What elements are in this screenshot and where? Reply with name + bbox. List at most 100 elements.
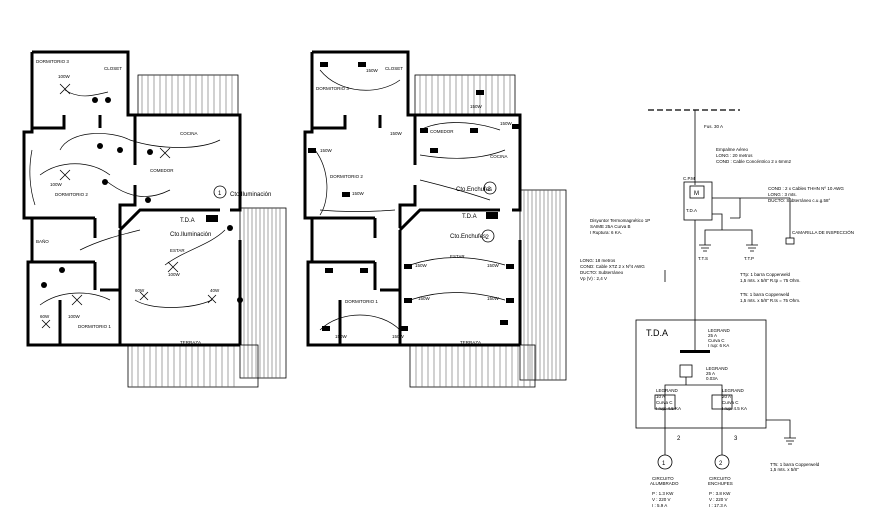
ttp-note-2: 1,5 mts. x 5/8" R.tp = 75 Ohm. (740, 278, 801, 283)
circuit-marker (483, 181, 497, 195)
lighting-wiring (29, 89, 226, 308)
room-estar: ESTAR (170, 248, 185, 253)
cpm-box (683, 181, 713, 221)
cond-line-3: DUCTO: Subterráneo c.u.g.58° (768, 198, 830, 203)
watt-label: 100W (58, 74, 71, 79)
meter-box (689, 185, 705, 199)
room-dormitorio-1: DORMITORIO 1 (345, 299, 378, 304)
line-block-4: Vp (V) : 2,4 V (580, 276, 607, 281)
cond-line-1: COND : 2 x Cables THHN Nº 10 AWG (768, 186, 844, 191)
legrand-c1-4: I rup: 4.5 KA (656, 406, 681, 411)
wire-count-2: 3 (734, 436, 738, 442)
circuit-1-type: ALUMBRADO (650, 481, 679, 486)
circuit-1-v: V : 220 V (652, 497, 671, 502)
legrand-main-4: I rup: 6 KA (708, 343, 729, 348)
ground-note-1: TTs: 1 barra Copperweld (770, 462, 820, 467)
legrand-diff-3: 0.03A (706, 376, 718, 381)
room-dormitorio-3: DORMITORIO 3 (316, 86, 349, 91)
outlet-wiring (314, 69, 506, 331)
circuit-1-p: P : 1.3 KW (652, 491, 674, 496)
room-comedor: COMEDOR (150, 168, 174, 173)
watt-label: 150W (487, 296, 500, 301)
outlet-labels: DORMITORIO 3 CLOSET COCINA COMEDOR DORMI… (316, 66, 513, 345)
lighting-fixtures (41, 83, 217, 329)
circuit-marker (481, 229, 495, 243)
watt-label: 60W (40, 314, 50, 319)
watt-label: 150W (390, 131, 403, 136)
legrand-main-3: Curva C (708, 338, 725, 343)
legrand-c2-4: I rup: 4.5 KA (722, 406, 747, 411)
ttp-label: T.T.P (744, 256, 754, 261)
circuit-2-p: P : 3.8 KW (709, 491, 731, 496)
watt-label: 100W (50, 182, 63, 187)
panel-symbol (486, 212, 498, 219)
breaker-line-3: I Ruptura: 6 KA. (590, 230, 622, 235)
cpm-label: C.P.M (683, 176, 695, 181)
circuit-2-type: ENCHUFES (708, 481, 733, 486)
circuit-marker-number: 2 (488, 187, 492, 193)
circuit-1-marker (657, 454, 673, 470)
tts-label: T.T.S (698, 256, 708, 261)
line-block-2: COND: Cable XTZ 2 x Nº4 AWG (580, 264, 645, 269)
circuit-1-name: CIRCUITO (652, 476, 674, 481)
circuit-2-v: V : 220 V (709, 497, 728, 502)
circuit-1-number: 1 (662, 461, 666, 467)
circuit-2-marker (714, 454, 730, 470)
empalme-title: Empalme Aéreo (716, 147, 749, 152)
watt-label: 100W (168, 272, 181, 277)
watt-label: 150W (392, 334, 405, 339)
fuse-label: Fus. 30 A (704, 124, 723, 129)
room-estar: ESTAR (450, 254, 465, 259)
legrand-c2-2: 20 A (722, 394, 731, 399)
watt-label: 60W (135, 288, 145, 293)
lighting-switches (41, 97, 243, 303)
room-closet: CLOSET (104, 66, 122, 71)
tts-note-2: 1,5 mts. x 5/8" R.ts = 75 Ohm. (740, 298, 800, 303)
watt-label: 150W (352, 191, 365, 196)
lighting-labels: DORMITORIO 3 CLOSET COCINA COMEDOR DORMI… (36, 59, 271, 345)
room-dormitorio-1: DORMITORIO 1 (78, 324, 111, 329)
tda-small-label: T.D.A (686, 208, 697, 213)
watt-label: 150W (418, 296, 431, 301)
single-line-diagram: Fus. 30 A Empalme Aéreo LONG : 20 metros… (580, 109, 854, 508)
room-closet: CLOSET (385, 66, 403, 71)
ground-symbols (699, 237, 795, 252)
breaker-line-1: Disyuntor Termomagnético 1P (590, 218, 650, 223)
meter-label: M (694, 191, 699, 197)
room-dormitorio-2: DORMITORIO 2 (330, 174, 363, 179)
tts-note-1: TTs: 1 barra Copperweld (740, 292, 790, 297)
watt-label: 150W (320, 148, 333, 153)
room-terraza: TERRAZA (460, 340, 481, 345)
legrand-main-1: LEGRAND (708, 328, 731, 333)
legrand-c1-1: LEGRAND (656, 388, 679, 393)
lighting-circuit-label-2: Cto.Iluminación (170, 232, 211, 238)
legrand-diff-2: 25 A (706, 371, 715, 376)
empalme-cond: COND : Cable Concéntrico 2 x 6mm2 (716, 159, 792, 164)
room-cocina: COCINA (180, 131, 198, 136)
differential-box (679, 364, 693, 378)
circuit-marker-number: 1 (218, 191, 222, 197)
room-dormitorio-2: DORMITORIO 2 (55, 192, 88, 197)
outlet-tda-label: T.D.A (462, 214, 477, 220)
camarilla-label: CAMARILLA DE INSPECCIÓN (792, 229, 854, 235)
legrand-c2-3: Curva C (722, 400, 739, 405)
tda-box (635, 319, 767, 429)
legrand-c1-2: 10 A (656, 394, 665, 399)
watt-label: 150W (366, 68, 379, 73)
circuit-2-number: 2 (719, 461, 723, 467)
watt-label: 150W (470, 104, 483, 109)
outlet-symbols (308, 62, 520, 331)
outlet-circuit-label: Cto.Enchufes (456, 187, 492, 193)
circuit-2-i: I : 17.3 A (709, 503, 727, 508)
watt-label: 150W (415, 263, 428, 268)
outlet-circuit-label-2: Cto.Enchufes (450, 234, 486, 240)
line-block-3: DUCTO: Subterráneo (580, 270, 624, 275)
watt-label: 150W (487, 263, 500, 268)
line-block-1: LONG: 18 metros (580, 258, 616, 263)
circuit-1-i: I : 5.9 A (652, 503, 667, 508)
lighting-terrace-hatch (127, 74, 287, 388)
room-dormitorio-3: DORMITORIO 3 (36, 59, 69, 64)
legrand-diff-1: LEGRAND (706, 366, 729, 371)
outlet-walls (303, 50, 522, 347)
